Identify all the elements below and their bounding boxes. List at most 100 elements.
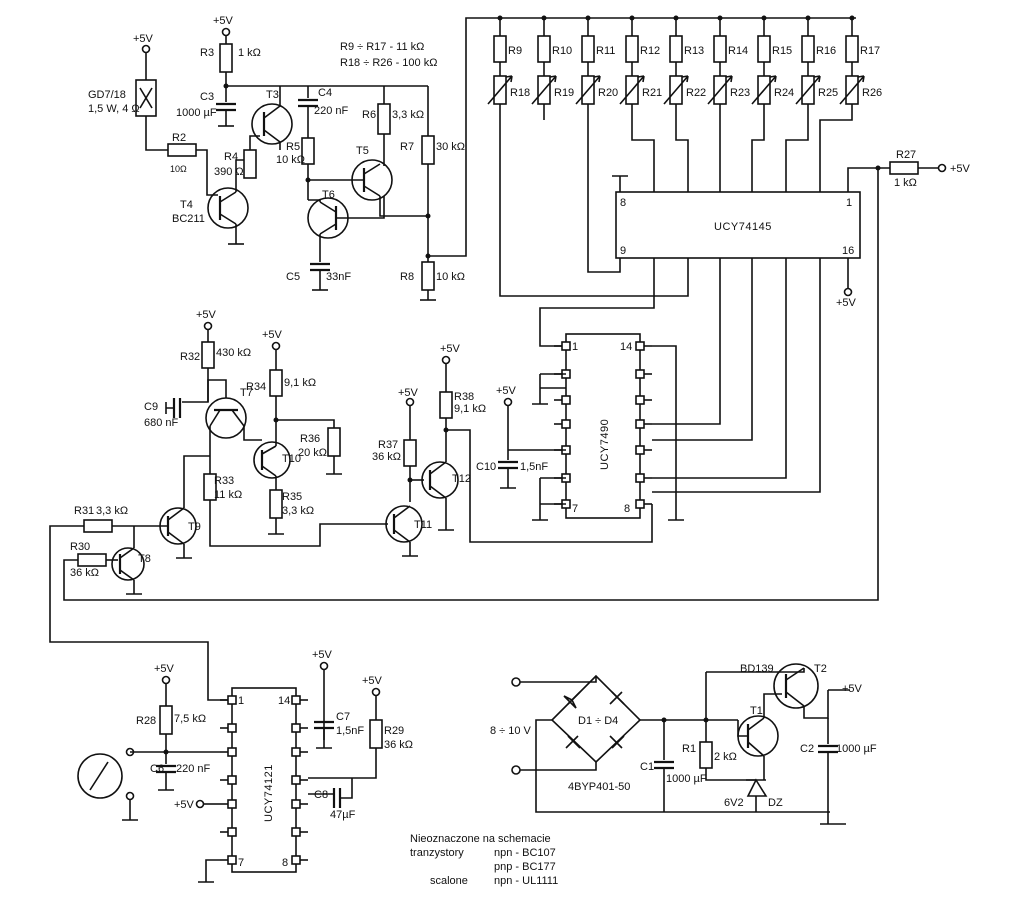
- lamp-name: GD7/18: [88, 89, 126, 101]
- r4-value: 390 Ω: [214, 166, 244, 178]
- r32-label: R32: [180, 351, 200, 363]
- capacitor-c2: C2 1000 µF: [800, 743, 877, 755]
- supply-terminal: +5V: [154, 663, 175, 685]
- supply-label: +5V: [842, 683, 863, 695]
- pin-label: 7: [238, 857, 244, 869]
- supply-label: +5V: [133, 33, 154, 45]
- c1-value: 1000 µF: [666, 773, 707, 785]
- note-line: tranzystory: [410, 847, 464, 859]
- supply-terminal: +5V: [213, 15, 234, 37]
- r7-value: 30 kΩ: [436, 141, 465, 153]
- potentiometer-label: R22: [686, 87, 706, 99]
- transistor-t5: T5: [351, 145, 393, 201]
- r33-label: R33: [214, 475, 234, 487]
- supply-label: +5V: [196, 309, 217, 321]
- pin-label: 1: [846, 197, 852, 209]
- resistor-fixed: [493, 35, 507, 63]
- r36-label: R36: [300, 433, 320, 445]
- capacitor-c9: C9 680 nF: [144, 398, 182, 429]
- bridge-type: 4BYP401-50: [568, 781, 630, 793]
- pin-label: 16: [842, 245, 854, 257]
- range-r9-r17: R9 ÷ R17 - 11 kΩ: [340, 41, 424, 53]
- pin-label: 1: [238, 695, 244, 707]
- transistor-t10: T10: [253, 441, 301, 479]
- t12-label: T12: [452, 473, 471, 485]
- transistor-t4: T4 BC211: [172, 187, 249, 229]
- resistor-r6: R6 3,3 kΩ: [362, 103, 424, 135]
- r6-label: R6: [362, 109, 376, 121]
- resistor-r37: R37 36 kΩ: [372, 439, 417, 467]
- r37-label: R37: [378, 439, 398, 451]
- c5-value: 33nF: [326, 271, 351, 283]
- capacitor-c8: C8 47µF: [314, 788, 356, 821]
- supply-terminal: +5V: [496, 385, 517, 407]
- r30-label: R30: [70, 541, 90, 553]
- r32-value: 430 kΩ: [216, 347, 251, 359]
- resistor-r32: R32 430 kΩ: [180, 341, 251, 369]
- resistor-bank: R9R18R10R19R11R20R12R21R13R22R14R23R15R2…: [487, 15, 882, 192]
- resistor-r34: R34 9,1 kΩ: [246, 369, 316, 397]
- resistor-r28: R28 7,5 kΩ: [136, 705, 206, 735]
- r34-label: R34: [246, 381, 266, 393]
- r35-value: 3,3 kΩ: [282, 505, 314, 517]
- pin-label: 1: [572, 341, 578, 353]
- transistor-t3: T3: [251, 89, 293, 145]
- lamp-gd7: GD7/18 1,5 W, 4 Ω: [88, 79, 157, 117]
- chip-ucy74145: UCY74145 8 9 1 16: [615, 191, 861, 259]
- transistor-t2: BD139 T2: [740, 663, 827, 709]
- resistor-label: R14: [728, 45, 748, 57]
- counter-label: UCY7490: [599, 419, 611, 470]
- potentiometer-label: R23: [730, 87, 750, 99]
- resistor-label: R16: [816, 45, 836, 57]
- c3-value: 1000 µF: [176, 107, 217, 119]
- transistor-t12: T12: [421, 461, 471, 499]
- t8-label: T8: [138, 553, 151, 565]
- c7-value: 1,5nF: [336, 725, 364, 737]
- c2-value: 1000 µF: [836, 743, 877, 755]
- capacitor-c3: C3 1000 µF: [176, 91, 236, 119]
- pin-label: 14: [278, 695, 290, 707]
- potentiometer-label: R24: [774, 87, 794, 99]
- decoder-label: UCY74145: [714, 221, 772, 233]
- monostable-pins: [220, 695, 308, 865]
- switch-input[interactable]: [77, 753, 123, 799]
- pin-label: 8: [620, 197, 626, 209]
- potentiometer-label: R21: [642, 87, 662, 99]
- resistor-fixed: [537, 35, 551, 63]
- resistor-label: R15: [772, 45, 792, 57]
- r29-value: 36 kΩ: [384, 739, 413, 751]
- r6-value: 3,3 kΩ: [392, 109, 424, 121]
- note-line: Nieoznaczone na schemacie: [410, 833, 551, 845]
- potentiometer-label: R26: [862, 87, 882, 99]
- supply-terminal: +5V: [133, 33, 154, 54]
- r38-value: 9,1 kΩ: [454, 403, 486, 415]
- r3-value: 1 kΩ: [238, 47, 261, 59]
- supply-label: +5V: [213, 15, 234, 27]
- supply-label: +5V: [312, 649, 333, 661]
- transistor-t11: T11: [385, 505, 432, 543]
- resistor-r4: R4 390 Ω: [214, 149, 257, 179]
- resistor-r31: R31 3,3 kΩ: [74, 505, 128, 533]
- supply-terminal: +5V: [362, 675, 383, 697]
- zener-value: 6V2: [724, 797, 744, 809]
- supply-terminal: +5V: [937, 163, 971, 175]
- transistor-t1: T1: [737, 705, 779, 757]
- resistor-r29: R29 36 kΩ: [369, 719, 413, 751]
- resistor-label: R9: [508, 45, 522, 57]
- resistor-label: R17: [860, 45, 880, 57]
- pin-label: 14: [620, 341, 632, 353]
- r5-label: R5: [286, 141, 300, 153]
- capacitor-c4: C4 220 nF: [298, 87, 349, 117]
- r35-label: R35: [282, 491, 302, 503]
- pin-label: 9: [620, 245, 626, 257]
- t2-label: T2: [814, 663, 827, 675]
- supply-terminal: +5V: [312, 649, 333, 671]
- potentiometer-label: R25: [818, 87, 838, 99]
- resistor-r7: R7 30 kΩ: [400, 135, 465, 165]
- c9-value: 680 nF: [144, 417, 179, 429]
